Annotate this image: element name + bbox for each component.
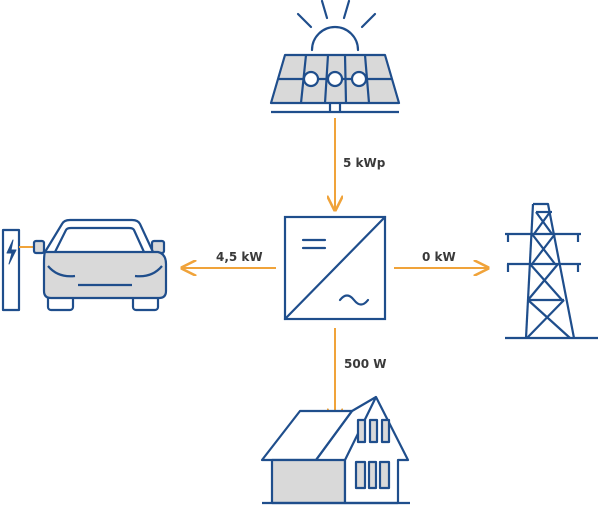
label-inverter-to-house: 500 W — [344, 357, 386, 371]
sun-icon — [296, 0, 377, 52]
solar-panel-icon — [269, 53, 401, 114]
electric-car-icon — [32, 218, 168, 312]
power-pylon-icon — [505, 202, 598, 340]
label-inverter-to-grid: 0 kW — [422, 250, 456, 264]
charging-station-icon — [1, 228, 34, 312]
label-inverter-to-car: 4,5 kW — [216, 250, 263, 264]
house-icon — [260, 395, 410, 505]
inverter-icon — [283, 215, 387, 321]
label-solar-to-inverter: 5 kWp — [343, 156, 386, 170]
